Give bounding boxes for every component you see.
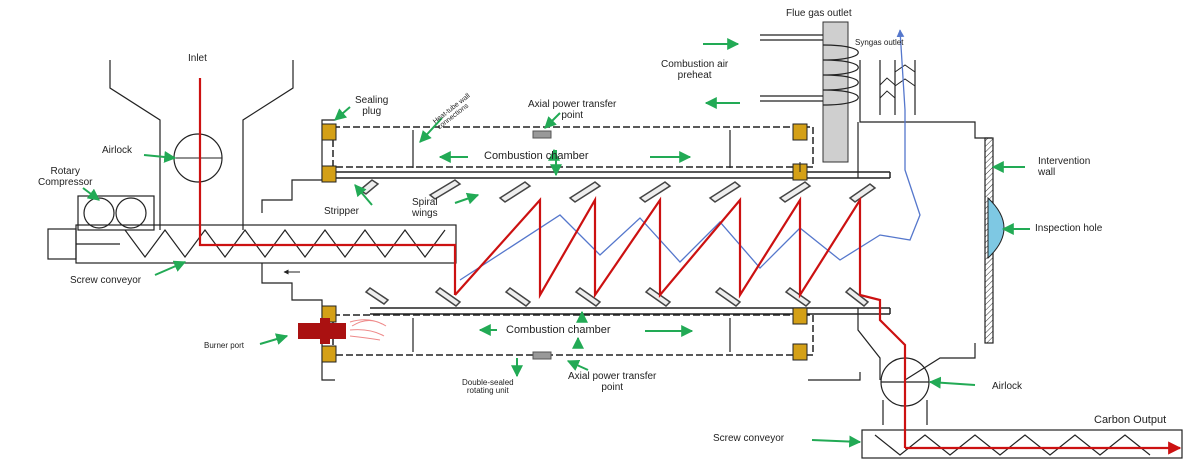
screw-conveyor-left-label: Screw conveyor [70, 275, 142, 286]
burner [298, 318, 387, 344]
spiral-wings-bottom [364, 287, 870, 307]
burner-port-label: Burner port [204, 341, 245, 350]
screw-conveyor-right-label: Screw conveyor [713, 433, 785, 444]
material-flow-line [198, 78, 1182, 455]
inlet-hopper [109, 60, 294, 230]
axial-transfer-top-block [532, 130, 552, 139]
carbon-output-label: Carbon Output [1094, 414, 1167, 426]
inner-drum [333, 171, 891, 315]
syngas-chevrons [879, 64, 916, 99]
axial-transfer-top-label: Axial power transfer point [528, 99, 617, 121]
syngas-outlet-label: Syngas outlet [855, 38, 904, 47]
rotary-compressor-label: Rotary Compressor [38, 166, 93, 188]
flue-gas-outlet-label: Flue gas outlet [786, 8, 852, 19]
combustion-chamber-bottom-label: Combustion chamber [506, 324, 611, 336]
airlock-right-label: Airlock [992, 381, 1023, 392]
reactor-shell [261, 119, 335, 381]
axial-transfer-bottom-label: Axial power transfer point [568, 371, 657, 393]
airlock-left-label: Airlock [102, 145, 133, 156]
sealing-plug-label: Sealing plug [355, 95, 389, 117]
double-sealed-unit-label: Double-sealed rotating unit [462, 378, 514, 396]
inspection-hole [987, 196, 1005, 260]
combustion-chamber-top-label: Combustion chamber [484, 150, 589, 162]
spiral-wings-label: Spiral wings [412, 197, 438, 219]
stripper-label: Stripper [324, 206, 360, 217]
spiral-wings-top [358, 179, 877, 203]
inspection-hole-label: Inspection hole [1035, 223, 1103, 234]
flue-gas-stack [822, 21, 849, 163]
combustion-air-preheat-label: Combustion air preheat [661, 59, 729, 81]
screw-conveyor-right [861, 429, 1183, 459]
preheat-coil [760, 34, 859, 106]
partitions [412, 130, 731, 352]
sealing-plugs [321, 123, 808, 363]
intervention-wall-label: Intervention wall [1038, 156, 1091, 178]
combustion-jacket-top [332, 126, 814, 168]
green-arrows [82, 38, 1030, 448]
axial-transfer-bottom-block [532, 351, 552, 360]
inlet-label: Inlet [188, 53, 207, 64]
